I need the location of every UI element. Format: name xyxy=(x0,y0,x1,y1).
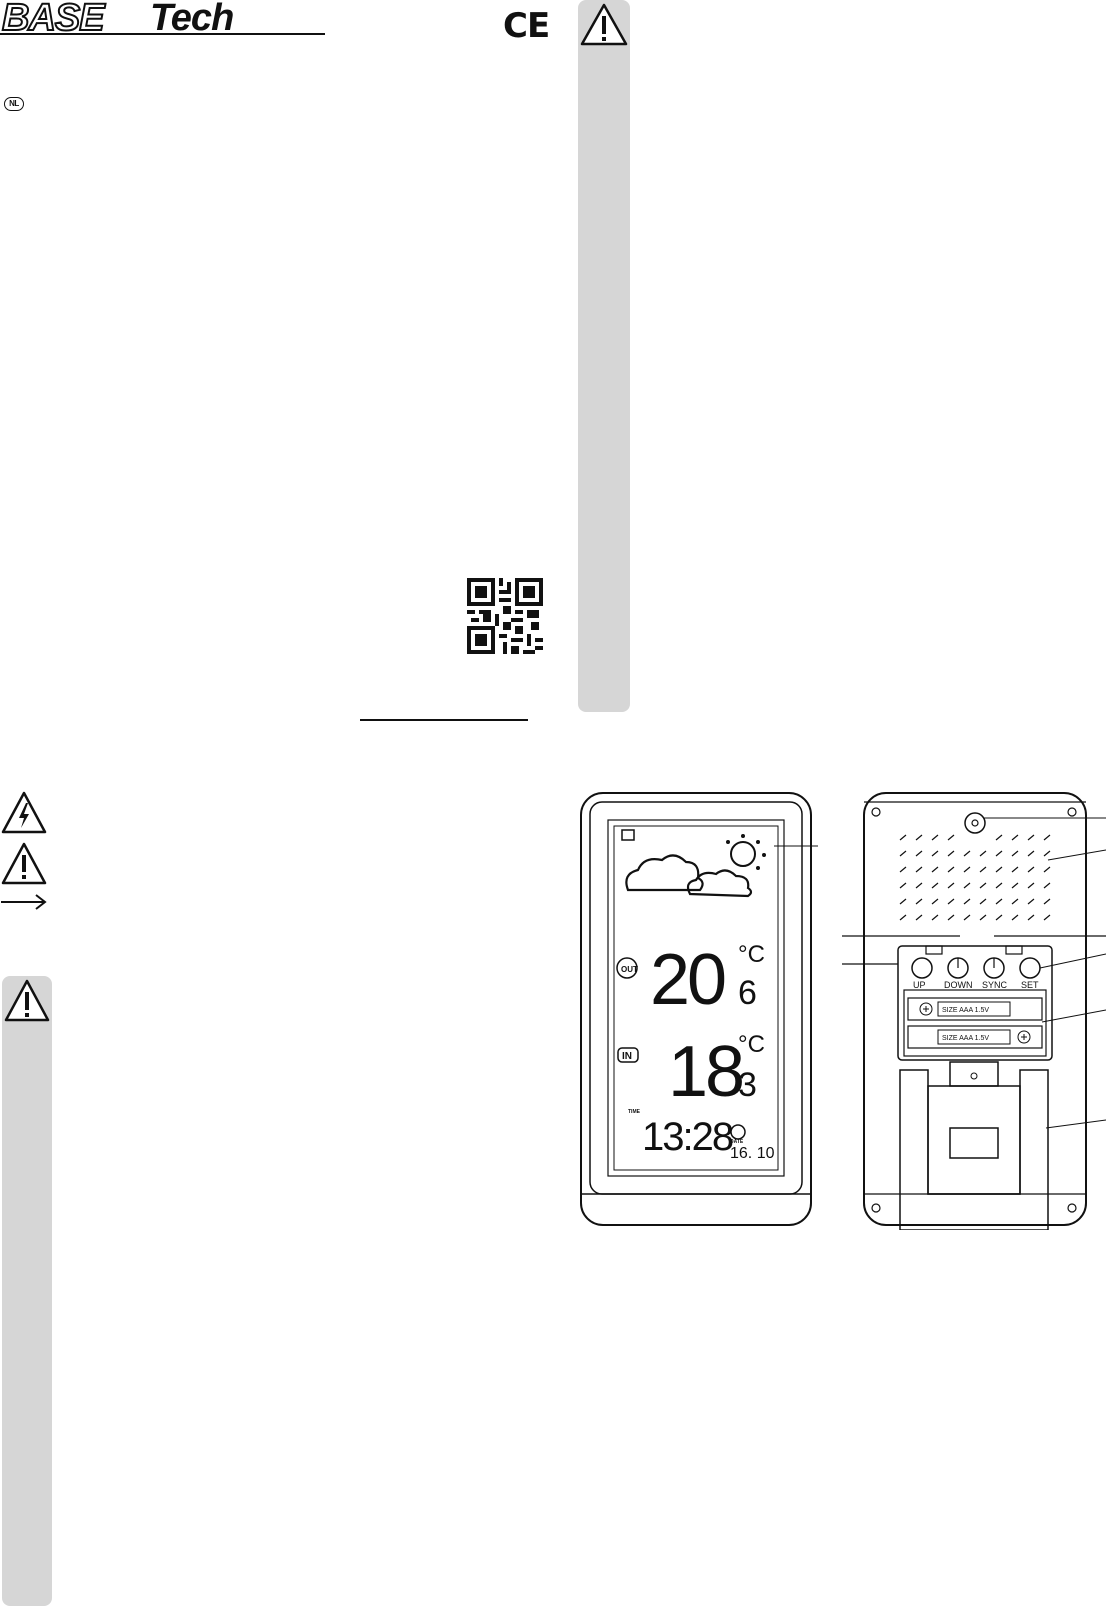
language-badge: NL xyxy=(4,97,24,111)
indoor-temp: 18 xyxy=(668,1032,742,1112)
outdoor-temp: 20 xyxy=(650,940,725,1020)
set-button xyxy=(1019,957,1041,979)
product-diagram: OUT IN 20 6 °C 18 3 °C TIME 13:28 DATE 1… xyxy=(578,790,1106,1231)
indoor-temp-unit: °C xyxy=(738,1031,765,1058)
down-button-label: DOWN xyxy=(944,980,973,990)
set-button-label: SET xyxy=(1021,980,1039,990)
svg-text:Tech: Tech xyxy=(150,0,233,36)
date-label: DATE xyxy=(730,1139,744,1145)
warning-triangle-icon xyxy=(580,3,628,46)
section-rule xyxy=(360,719,528,721)
battery-label-1: SIZE AAA 1.5V xyxy=(942,1007,989,1014)
up-button xyxy=(911,957,933,979)
exclamation-warning-icon xyxy=(0,841,48,887)
ce-mark: CE xyxy=(503,6,550,46)
outdoor-temp-unit: °C xyxy=(738,941,765,968)
arrow-right-icon xyxy=(0,892,48,912)
sidebar-grey-top xyxy=(578,0,630,712)
in-label: IN xyxy=(622,1051,632,1062)
time-display: 13:28 xyxy=(642,1115,733,1159)
outdoor-temp-decimal: 6 xyxy=(738,974,757,1012)
date-display: 16. 10 xyxy=(730,1145,775,1162)
warning-triangle-icon xyxy=(4,979,50,1022)
up-button-label: UP xyxy=(913,980,926,990)
sync-button-label: SYNC xyxy=(982,980,1008,990)
lightning-warning-icon xyxy=(0,790,48,836)
front-view xyxy=(580,792,818,1226)
battery-label-2: SIZE AAA 1.5V xyxy=(942,1035,989,1042)
indoor-temp-decimal: 3 xyxy=(738,1066,757,1104)
time-label: TIME xyxy=(628,1109,641,1115)
svg-text:BASE: BASE xyxy=(2,0,106,36)
out-label: OUT xyxy=(621,965,638,974)
brand-logo: BASE Tech xyxy=(0,0,330,36)
qr-code[interactable] xyxy=(467,578,543,654)
sidebar-grey-bottom xyxy=(2,976,52,1606)
